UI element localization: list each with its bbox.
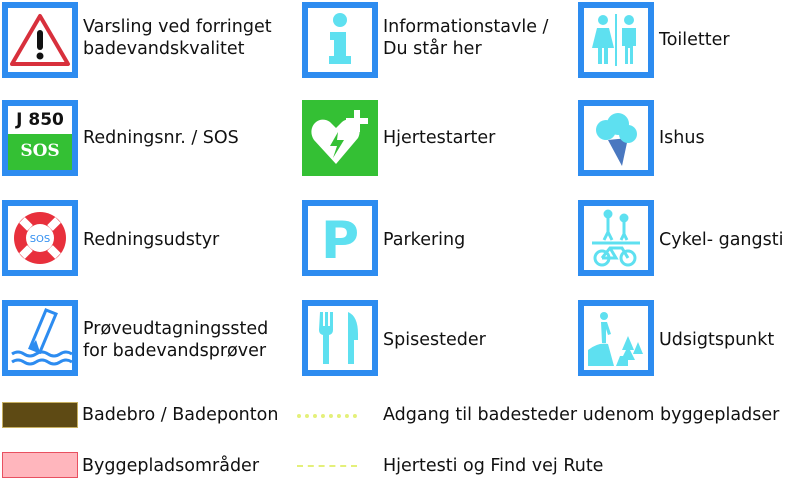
label-bike-path: Cykel- gangsti bbox=[659, 230, 784, 250]
label-defibrillator: Hjertestarter bbox=[383, 128, 496, 148]
water-sample-icon bbox=[2, 300, 78, 376]
svg-text:P: P bbox=[321, 211, 359, 270]
viewpoint-icon bbox=[578, 300, 654, 376]
ice-cream-icon bbox=[578, 100, 654, 176]
label-toilet: Toiletter bbox=[659, 30, 730, 50]
construction-swatch bbox=[2, 452, 78, 478]
heart-trail-line bbox=[297, 465, 357, 467]
rescue-number-icon: J 850 SOS bbox=[2, 100, 78, 176]
toilet-icon bbox=[578, 2, 654, 78]
info-icon bbox=[302, 2, 378, 78]
pier-swatch bbox=[2, 402, 78, 428]
label-heart-trail: Hjertesti og Find vej Rute bbox=[383, 456, 604, 476]
label-access-route: Adgang til badesteder udenom byggepladse… bbox=[383, 405, 780, 425]
label-pier: Badebro / Badeponton bbox=[82, 405, 279, 425]
warning-triangle-icon bbox=[2, 2, 78, 78]
label-viewpoint: Udsigtspunkt bbox=[659, 330, 775, 350]
access-route-line bbox=[297, 414, 357, 418]
svg-text:SOS: SOS bbox=[30, 234, 51, 245]
bike-path-icon bbox=[578, 200, 654, 276]
restaurant-icon bbox=[302, 300, 378, 376]
label-info: Informationstavle /Du står her bbox=[383, 17, 549, 59]
sos-text: SOS bbox=[20, 141, 60, 161]
label-lifebuoy: Redningsudstyr bbox=[83, 230, 220, 250]
label-parking: Parkering bbox=[383, 230, 466, 250]
label-rescue-number: Redningsnr. / SOS bbox=[83, 128, 239, 148]
lifebuoy-icon: SOS bbox=[2, 200, 78, 276]
label-ice-cream: Ishus bbox=[659, 128, 705, 148]
label-construction: Byggepladsområder bbox=[82, 456, 260, 476]
rescue-number-text: J 850 bbox=[8, 106, 72, 134]
parking-icon: P bbox=[302, 200, 378, 276]
defibrillator-icon bbox=[302, 100, 378, 176]
label-restaurant: Spisesteder bbox=[383, 330, 486, 350]
